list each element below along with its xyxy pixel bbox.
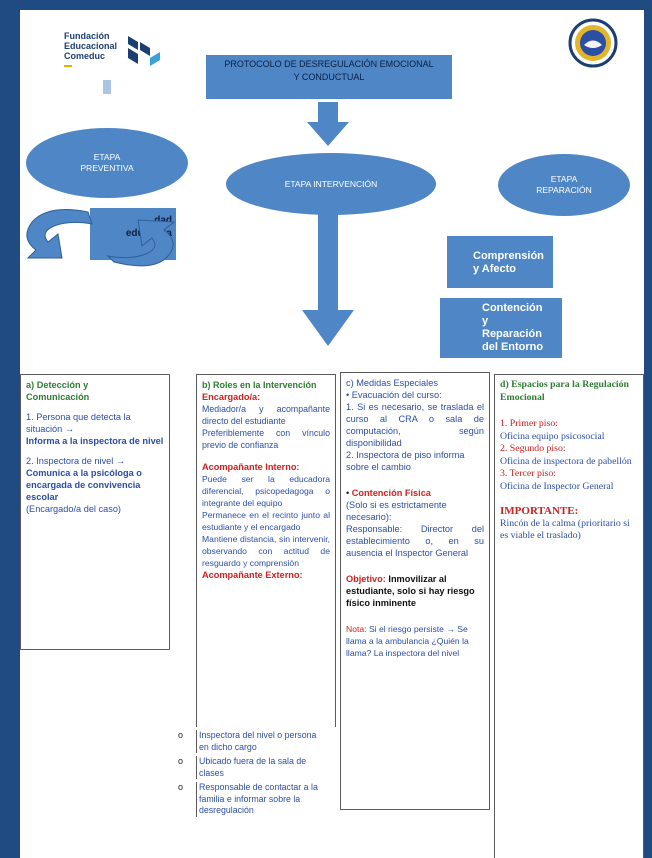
fundacion-logo: Fundación Educacional Comeduc bbox=[64, 31, 117, 67]
col-c-evac-2: 2. Inspectora de piso informa sobre el c… bbox=[346, 450, 465, 472]
externo-item-3: Responsable de contactar a la familia e … bbox=[196, 782, 328, 817]
col-a-item2-b: Comunica a la psicóloga o encargada de c… bbox=[26, 468, 142, 502]
col-c-evac-head: • Evacuación del curso: bbox=[346, 390, 442, 400]
col-d-p2-text: Oficina de inspectora de pabellón bbox=[500, 455, 632, 467]
bullet: o bbox=[178, 756, 184, 766]
logo-accent-bar bbox=[103, 80, 111, 94]
stage-reparacion: ETAPA REPARACIÓN bbox=[498, 154, 630, 216]
logo-line-3: Comeduc bbox=[64, 51, 106, 61]
col-c-evac-head-text: Evacuación del curso: bbox=[351, 390, 442, 400]
arrow-down-icon bbox=[307, 102, 349, 146]
repair-item-contencion: Contención y Reparación del Entorno bbox=[440, 298, 562, 358]
comprension-line-2: y Afecto bbox=[473, 263, 516, 275]
col-d-p3-label: 3. Tercer piso: bbox=[500, 468, 556, 479]
col-b-interno-3: Mantiene distancia, sin intervenir, obse… bbox=[202, 534, 330, 568]
col-c-nota: Nota: Si el riesgo persiste → Se llama a… bbox=[346, 623, 484, 659]
col-b-encargado-head: Encargado/a: bbox=[202, 392, 261, 402]
col-c-objetivo: Objetivo: Inmovilizar al estudiante, sol… bbox=[346, 573, 484, 609]
col-a-item2-a: 2. Inspectora de nivel → bbox=[26, 456, 126, 466]
col-b-title: b) Roles en la Intervención bbox=[202, 380, 317, 390]
col-c-nota-text: Si el riesgo persiste → Se llama a la am… bbox=[346, 624, 469, 658]
col-c-obj-label: Objetivo: bbox=[346, 574, 386, 584]
col-c-cont-sub: (Solo si es estrictamente necesario): bbox=[346, 500, 447, 522]
repair-item-comprension: Comprensión y Afecto bbox=[447, 236, 553, 288]
externo-item-2: Ubicado fuera de la sala de clases bbox=[196, 756, 328, 779]
col-c-evac-1: 1. Si es necesario, se traslada el curso… bbox=[346, 402, 484, 448]
bullet: o bbox=[178, 730, 184, 740]
col-c-title: c) Medidas Especiales bbox=[346, 378, 438, 388]
col-a-item1-a: 1. Persona que detecta la situación → bbox=[26, 412, 131, 434]
col-d-p3-text: Oficina de Inspector General bbox=[500, 480, 614, 492]
col-a-title-1: a) Detección y bbox=[26, 380, 89, 390]
stage-preventiva-line-2: PREVENTIVA bbox=[80, 163, 134, 173]
col-b-encargado-1: Mediador/a y acompañante directo del est… bbox=[202, 404, 330, 426]
col-d-p1-text: Oficina equipo psicosocial bbox=[500, 430, 605, 442]
col-c-nota-label: Nota: bbox=[346, 624, 367, 634]
contencion-line-4: del Entorno bbox=[482, 341, 544, 353]
logo-line-1: Fundación bbox=[64, 31, 110, 41]
bullet: o bbox=[178, 782, 184, 792]
col-c-cont-head: • Contención Física bbox=[346, 488, 431, 498]
protocol-title: PROTOCOLO DE DESREGULACIÓN EMOCIONAL Y C… bbox=[206, 55, 452, 99]
col-d-important-text: Rincón de la calma (prioritario si es vi… bbox=[500, 517, 630, 542]
stage-reparacion-line-1: ETAPA bbox=[550, 174, 578, 184]
externo-item-1: Inspectora del nivel o persona en dicho … bbox=[196, 730, 328, 753]
column-medidas: c) Medidas Especiales • Evacuación del c… bbox=[340, 372, 490, 810]
contencion-line-2: y bbox=[482, 315, 489, 327]
slide: Fundación Educacional Comeduc PROTOCOLO … bbox=[20, 10, 644, 858]
col-b-externo-list: o Inspectora del nivel o persona en dich… bbox=[178, 730, 328, 820]
list-item: o Responsable de contactar a la familia … bbox=[178, 782, 328, 817]
column-roles: b) Roles en la Intervención Encargado/a:… bbox=[196, 374, 336, 727]
col-a-item2-c: (Encargado/a del caso) bbox=[26, 504, 121, 514]
col-a-item1-b: Informa a la inspectora de nivel bbox=[26, 436, 164, 446]
logo-mark-icon bbox=[128, 36, 160, 66]
list-item: o Ubicado fuera de la sala de clases bbox=[178, 756, 328, 779]
col-d-p2-label: 2. Segundo piso: bbox=[500, 443, 566, 454]
stage-intervencion: ETAPA INTERVENCIÓN bbox=[226, 153, 436, 215]
school-seal-icon bbox=[568, 18, 618, 68]
col-b-interno-head: Acompañante Interno: bbox=[202, 462, 300, 472]
col-c-obj-text: Inmovilizar al estudiante, solo si hay r… bbox=[346, 574, 475, 608]
contencion-line-1: Contención bbox=[482, 302, 543, 314]
fragment-line-1: dad bbox=[154, 215, 172, 226]
col-d-important: IMPORTANTE: bbox=[500, 505, 579, 517]
column-espacios: d) Espacios para la Regulación Emocional… bbox=[494, 374, 644, 858]
long-arrow-down-icon bbox=[302, 210, 354, 346]
col-d-p1-label: 1. Primer piso: bbox=[500, 418, 558, 429]
col-c-cont-head-text: Contención Física bbox=[351, 488, 431, 498]
col-b-interno-2: Permanece en el recinto junto al estudia… bbox=[202, 510, 330, 532]
contencion-line-3: Reparación bbox=[482, 328, 542, 340]
stage-preventiva-line-1: ETAPA bbox=[93, 152, 121, 162]
col-c-cont-resp: Responsable: Director del establecimient… bbox=[346, 524, 484, 558]
col-b-encargado-2: Preferiblemente con vínculo previo de co… bbox=[202, 428, 330, 450]
title-line-1: PROTOCOLO DE DESREGULACIÓN EMOCIONAL bbox=[224, 59, 434, 69]
col-b-externo-head: Acompañante Externo: bbox=[202, 570, 303, 580]
col-a-title-2: Comunicación bbox=[26, 392, 90, 402]
column-deteccion: a) Detección y Comunicación 1. Persona q… bbox=[20, 374, 170, 650]
col-d-title: d) Espacios para la Regulación Emocional bbox=[500, 379, 630, 403]
title-line-2: Y CONDUCTUAL bbox=[293, 72, 365, 82]
logo-line-2: Educacional bbox=[64, 41, 118, 51]
comprension-line-1: Comprensión bbox=[473, 250, 544, 262]
cycle-arrows-icon bbox=[26, 209, 176, 267]
stage-reparacion-line-2: REPARACIÓN bbox=[536, 185, 592, 195]
stage-intervencion-label: ETAPA INTERVENCIÓN bbox=[284, 178, 378, 189]
list-item: o Inspectora del nivel o persona en dich… bbox=[178, 730, 328, 753]
col-b-interno-1: Puede ser la educadora diferencial, psic… bbox=[202, 474, 330, 508]
stage-preventiva: ETAPA PREVENTIVA bbox=[26, 128, 188, 198]
